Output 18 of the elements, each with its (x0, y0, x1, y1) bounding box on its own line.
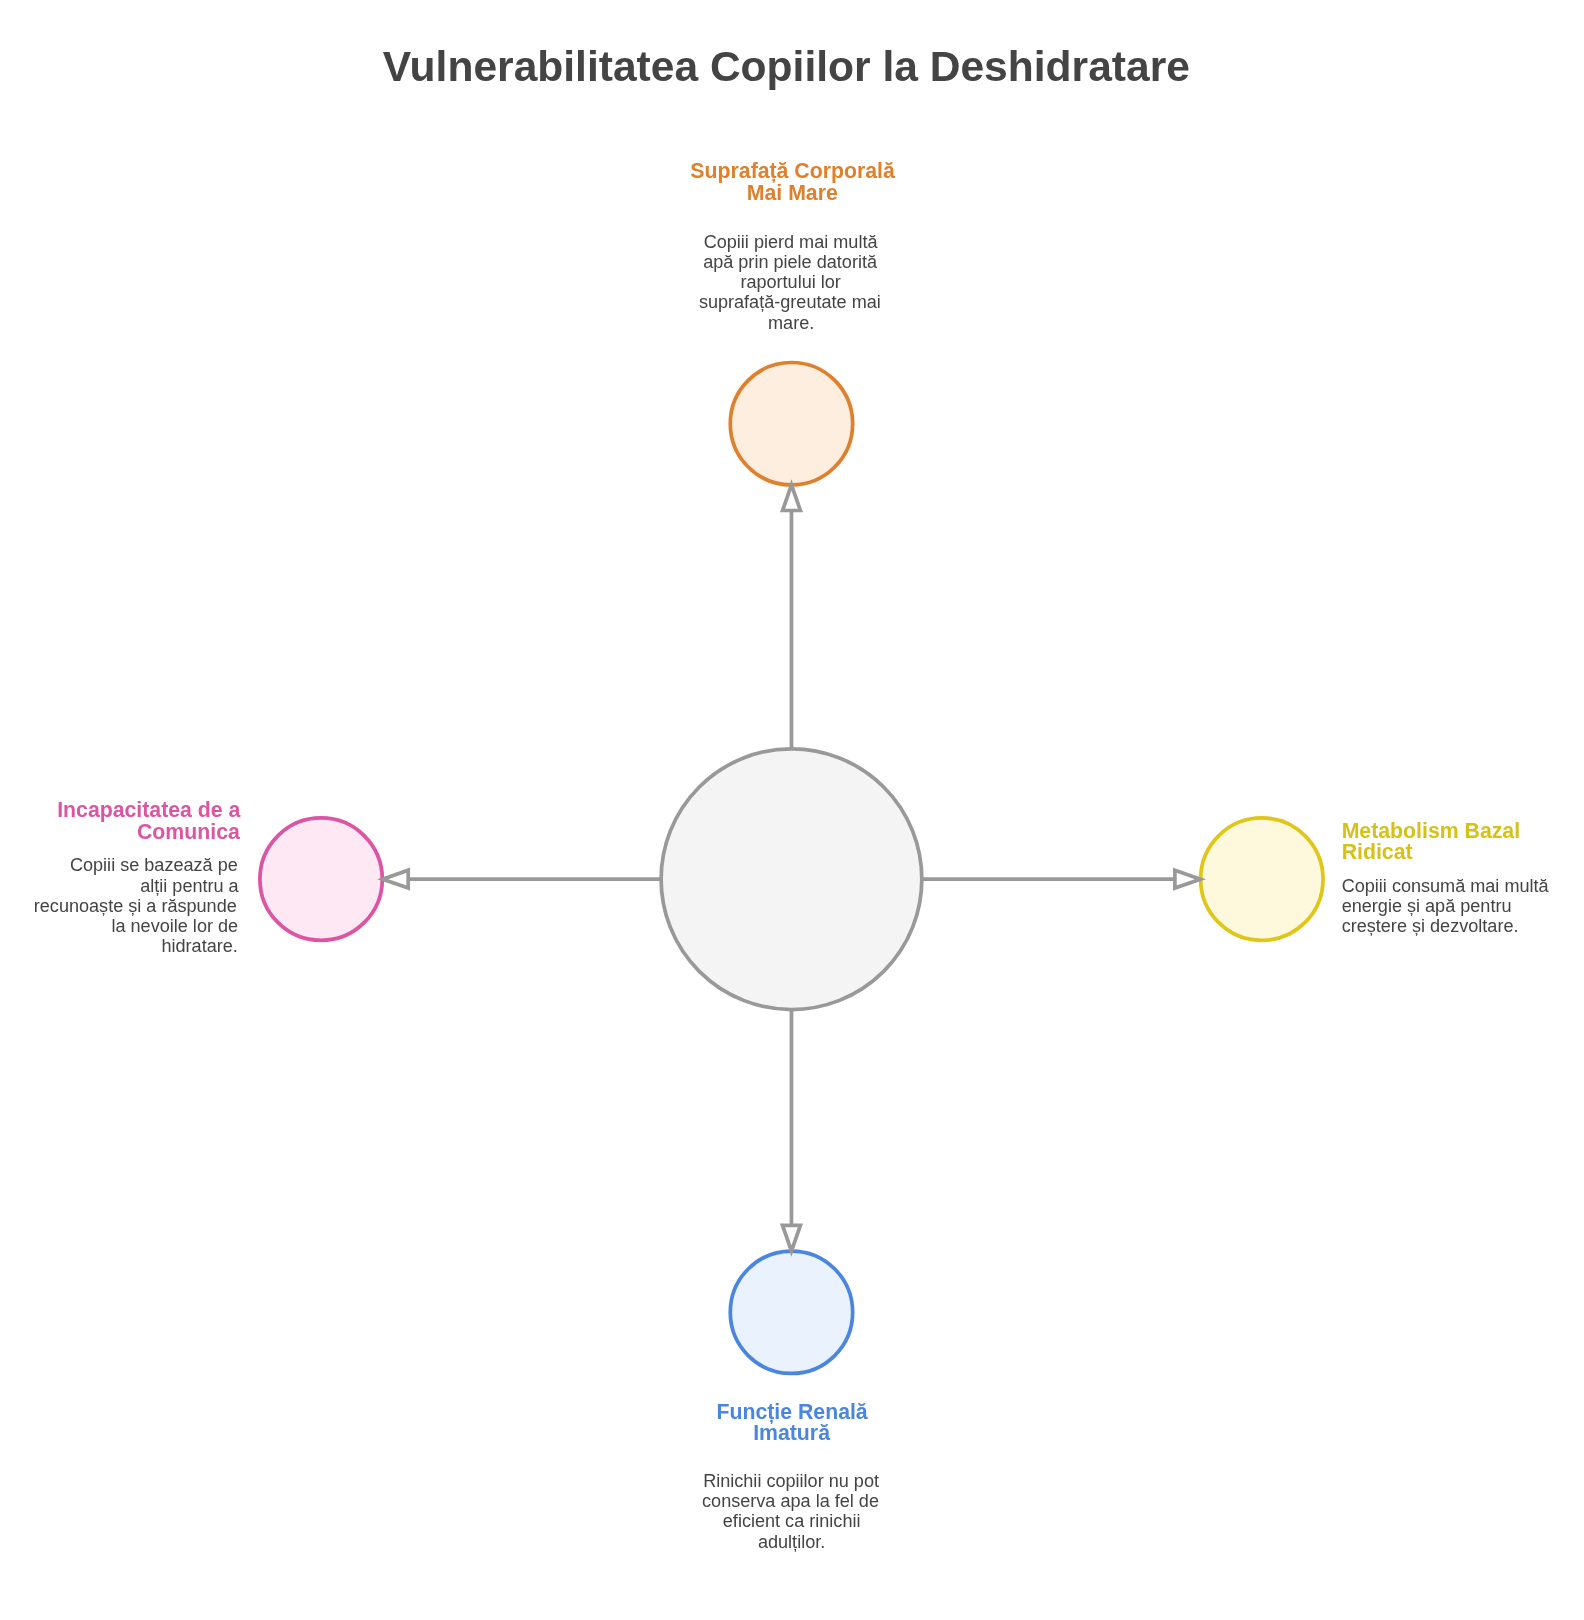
arrow (779, 1009, 804, 1257)
node-circle (728, 360, 855, 487)
node-circle (1198, 816, 1325, 943)
node-label: Copiii se bazează pe alții pentru a recunoaște și a răspunde la nevoile lor de hidratare. (33, 855, 239, 957)
arrow (779, 479, 804, 749)
node-circle (258, 816, 385, 943)
node-label: Copiii consumă mai multă energie și apă pentru creștere și dezvoltare. (1341, 875, 1549, 936)
node-label: Copiii pierd mai multă apă prin piele datorită raportului lor suprafață-greutate mai mare. (698, 231, 881, 333)
node-label: Funcție Renală Imatură (716, 1399, 868, 1445)
node-circle (659, 746, 924, 1012)
arrow (377, 867, 661, 891)
node-label: Incapacitatea de a Comunica (57, 798, 241, 844)
node-label: Suprafață Corporală Mai Mare (690, 159, 895, 205)
node-label: Metabolism Bazal Ridicat (1341, 818, 1521, 864)
diagram-title: Vulnerabilitatea Copiilor la Deshidratare (382, 41, 1190, 90)
node-label: Rinichii copiilor nu pot conserva apa la fel de eficient ca rinichii adulților. (702, 1470, 879, 1552)
node-circle (728, 1249, 855, 1376)
arrow (921, 867, 1207, 891)
